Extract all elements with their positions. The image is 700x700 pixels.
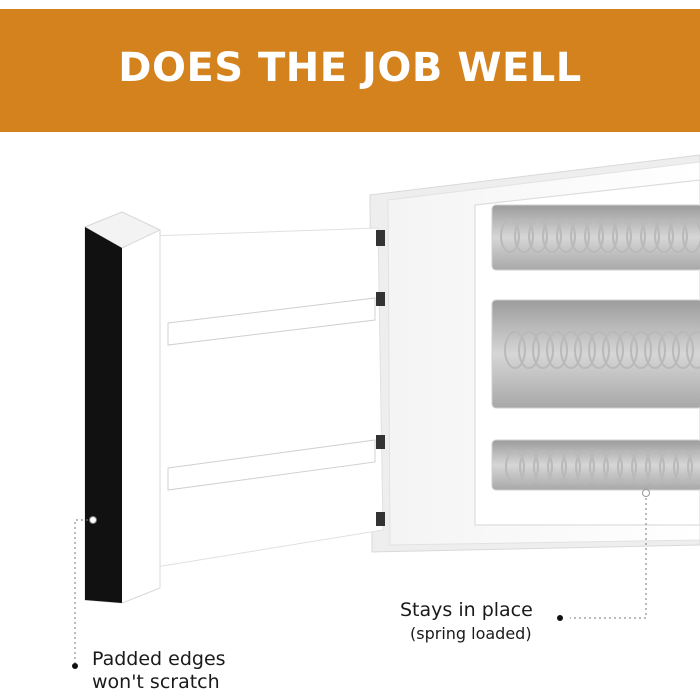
spring-coil (533, 450, 553, 484)
spring-coils-top (500, 219, 700, 253)
spring-coils-bottom (505, 450, 700, 484)
spring-coil (602, 331, 624, 369)
spring-coil (547, 450, 567, 484)
spring-slot-middle (491, 299, 700, 409)
spring-coil (668, 219, 688, 253)
spring-slot-top (491, 204, 700, 271)
spring-coil (542, 219, 562, 253)
spring-coil (617, 450, 637, 484)
spring-coil (574, 331, 596, 369)
callout-lines (74, 493, 647, 663)
spring-coil (556, 219, 576, 253)
spring-coil (532, 331, 554, 369)
spring-coil (631, 450, 651, 484)
spring-coil (645, 450, 665, 484)
spring-coil (659, 450, 679, 484)
callout-padded-line1: Padded edges (92, 648, 226, 670)
spring-coil (561, 450, 581, 484)
spring-coil (644, 331, 666, 369)
callout-stays: Stays in place (spring loaded) (400, 599, 533, 645)
spring-coil (612, 219, 632, 253)
spring-coil (546, 331, 568, 369)
spring-coil (687, 450, 700, 484)
spring-coil (626, 219, 646, 253)
spring-coil (504, 331, 526, 369)
callout-padded-line2: won't scratch (92, 671, 220, 693)
callout-dot-padded (72, 663, 78, 669)
spring-coil (570, 219, 590, 253)
spring-coil (658, 331, 680, 369)
spring-coil (640, 219, 660, 253)
spring-coil (686, 331, 700, 369)
spring-coils-middle (504, 331, 700, 369)
spring-coil (584, 219, 604, 253)
spring-coil (560, 331, 582, 369)
spring-coil (672, 331, 694, 369)
header-banner: DOES THE JOB WELL (0, 9, 700, 132)
spring-coil (514, 219, 534, 253)
spring-coil (630, 331, 652, 369)
padded-end-cap (83, 211, 162, 604)
spring-coil (654, 219, 674, 253)
rubber-pad (85, 227, 122, 603)
spring-coil (588, 331, 610, 369)
spring-coil (616, 331, 638, 369)
spring-coil (519, 450, 539, 484)
callout-stays-title: Stays in place (400, 599, 533, 621)
spring-coil (518, 331, 540, 369)
spring-coil (500, 219, 520, 253)
spring-coil (673, 450, 693, 484)
spring-coil (598, 219, 618, 253)
spring-coil (682, 219, 700, 253)
spring-coil (575, 450, 595, 484)
callout-padded: Padded edges won't scratch (92, 648, 226, 694)
spring-coil (528, 219, 548, 253)
banner-title: DOES THE JOB WELL (118, 44, 582, 91)
spring-coil (603, 450, 623, 484)
extension-arm (149, 227, 385, 569)
spring-coil (589, 450, 609, 484)
spring-coil (505, 450, 525, 484)
callout-stays-subtitle: (spring loaded) (410, 624, 532, 643)
spring-slot-bottom (491, 439, 700, 491)
callout-dot-stays (557, 615, 563, 621)
